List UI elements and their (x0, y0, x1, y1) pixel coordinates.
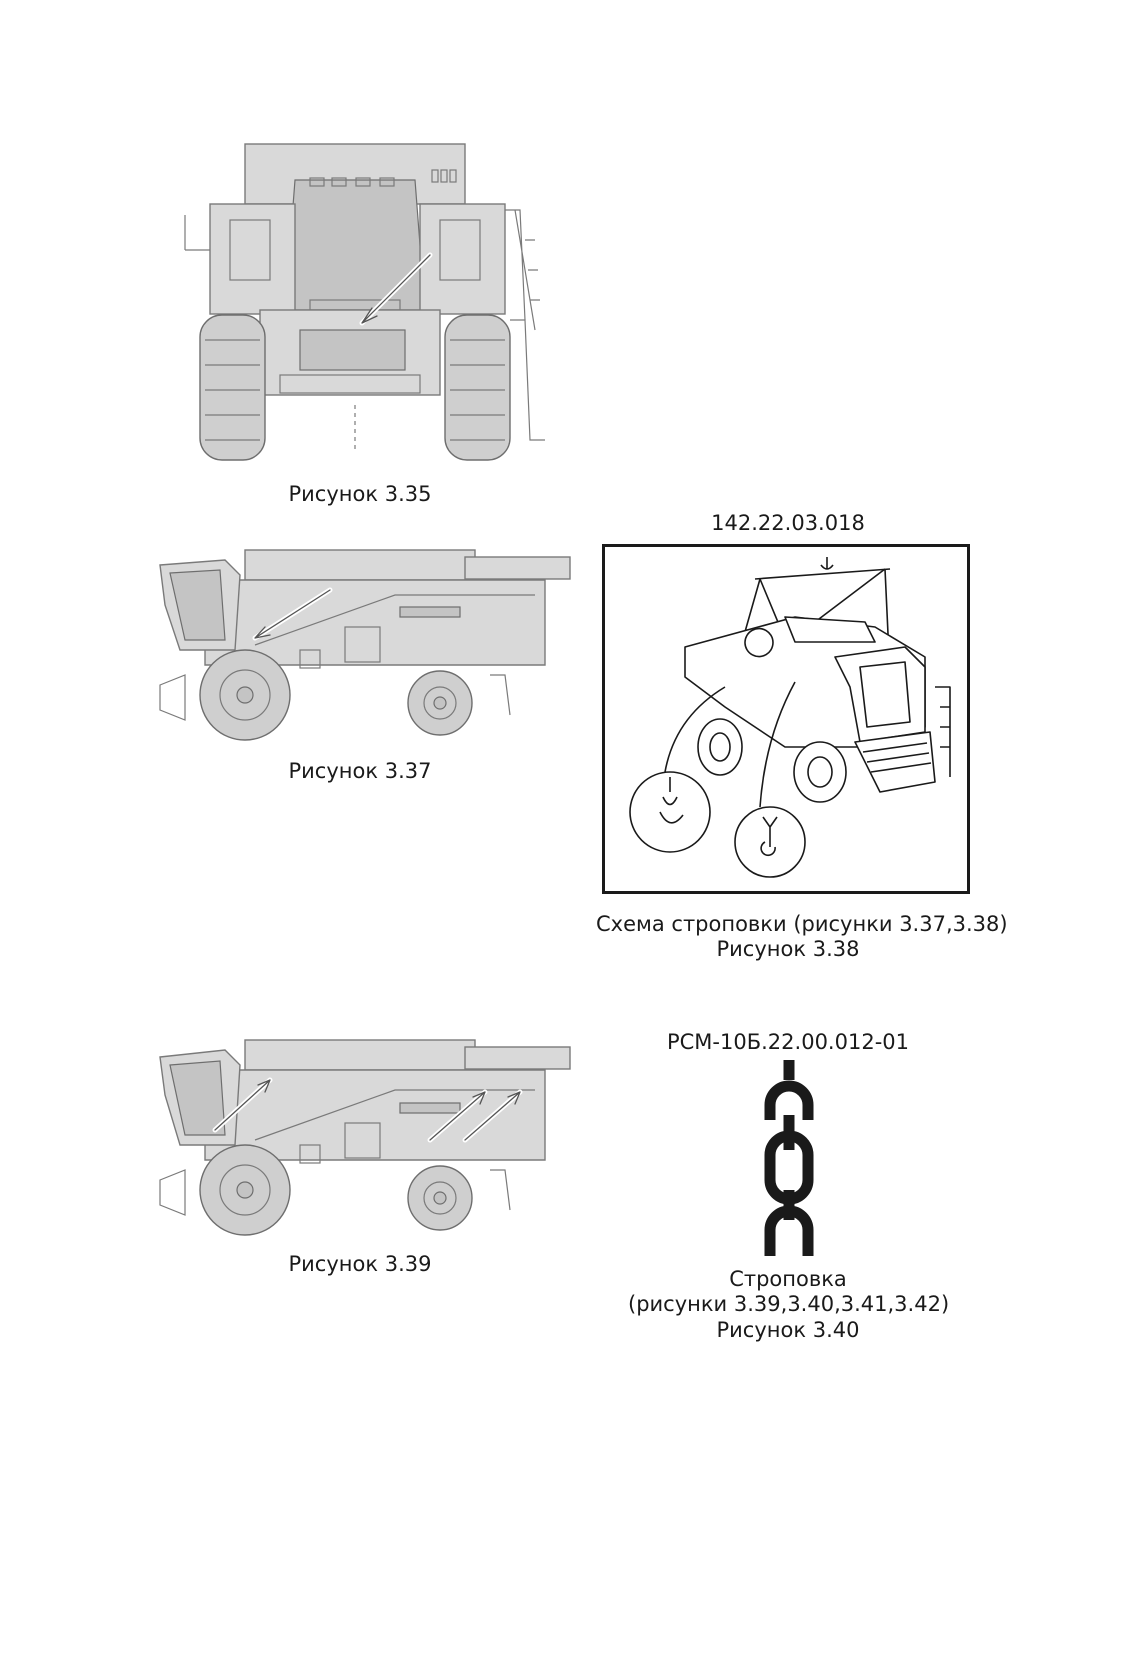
figure-3-37-caption: Рисунок 3.37 (288, 759, 432, 783)
figure-3-38-part-number: 142.22.03.018 (711, 511, 865, 535)
figure-3-40-caption-refs: (рисунки 3.39,3.40,3.41,3.42) (628, 1292, 950, 1316)
slinging-scheme-drawing (629, 557, 951, 878)
combine-side-drawing (159, 549, 571, 741)
chain-icon (758, 1060, 820, 1256)
figure-3-39-side-view (145, 1035, 575, 1240)
figure-3-39-caption: Рисунок 3.39 (288, 1252, 432, 1276)
figure-3-38-caption-title: Схема строповки (рисунки 3.37,3.38) (596, 912, 1008, 936)
figure-3-40-caption-title: Строповка (729, 1267, 847, 1291)
figure-3-40-caption: Рисунок 3.40 (716, 1318, 860, 1342)
combine-rear-drawing (184, 143, 545, 461)
figure-3-40-part-number: РСМ-10Б.22.00.012-01 (666, 1030, 909, 1054)
figure-3-35-rear-view (180, 140, 560, 470)
figure-3-38-frame (602, 544, 970, 894)
combine-side-lifting-points-drawing (159, 1039, 571, 1236)
figure-3-38-caption: Рисунок 3.38 (716, 937, 860, 961)
figure-3-37-side-view (145, 545, 575, 745)
figure-3-35-caption: Рисунок 3.35 (288, 482, 432, 506)
